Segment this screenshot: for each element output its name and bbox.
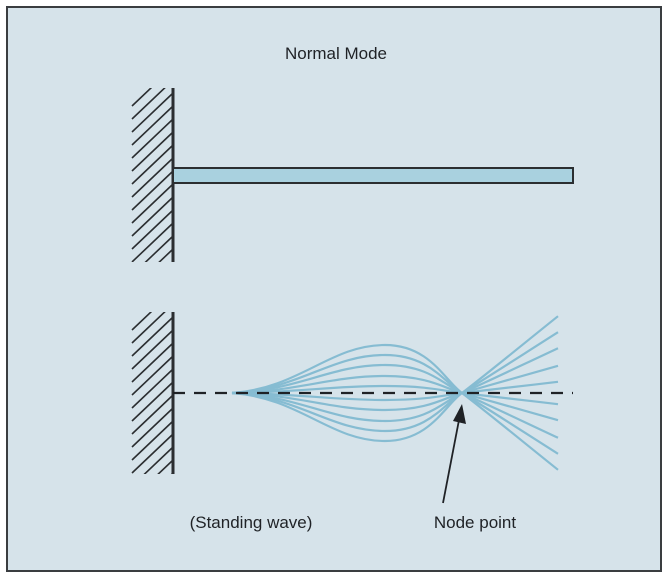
bottom-wall-hatching — [131, 312, 173, 551]
hatch-line — [131, 88, 153, 107]
hatch-line — [131, 119, 173, 159]
hatch-line — [131, 343, 173, 383]
hatch-line — [131, 408, 173, 448]
hatch-line — [131, 312, 153, 331]
hatch-line — [158, 249, 173, 262]
mode-curve — [231, 363, 463, 395]
hatch-line — [131, 132, 173, 172]
hatch-line — [131, 434, 173, 474]
mode-curve-tip — [461, 392, 559, 471]
top-wall-hatching — [131, 88, 173, 340]
cantilever-beam — [172, 167, 574, 184]
hatch-line — [131, 382, 173, 422]
mode-curve-tip — [461, 347, 559, 395]
hatch-line — [132, 500, 172, 538]
hatch-line — [131, 145, 173, 185]
hatch-line — [131, 223, 173, 262]
mode-curve-tip — [461, 391, 559, 422]
hatch-line — [131, 330, 173, 370]
hatch-line — [131, 395, 173, 435]
mode-curve — [231, 374, 463, 395]
mode-curve — [231, 391, 463, 402]
hatch-line — [131, 197, 173, 237]
hatch-line — [131, 317, 173, 357]
mode-curve-tip — [461, 392, 559, 455]
mode-curve — [231, 391, 463, 443]
node-pointer-arrow — [442, 404, 466, 504]
node-point-label: Node point — [434, 513, 517, 532]
hatch-line — [132, 487, 172, 525]
hatch-line — [170, 473, 172, 474]
hatch-line — [131, 158, 173, 198]
hatch-line — [131, 312, 166, 344]
standing-wave-label: (Standing wave) — [190, 513, 313, 532]
hatch-line — [131, 184, 173, 224]
hatch-line — [132, 289, 172, 327]
mode-curve — [231, 391, 463, 423]
mode-curve — [231, 384, 463, 395]
mode-curve — [231, 391, 463, 433]
figure-title: Normal Mode — [285, 44, 387, 63]
standing-wave-curves — [231, 315, 559, 471]
hatch-line — [131, 88, 166, 120]
mode-curve — [231, 343, 463, 395]
mode-curve — [231, 353, 463, 395]
hatch-line — [131, 369, 173, 409]
mode-curve-tip — [461, 364, 559, 395]
hatch-line — [131, 421, 173, 461]
hatch-line — [131, 171, 173, 211]
hatch-line — [131, 210, 173, 250]
mode-curve-tip — [461, 391, 559, 439]
top-wall — [131, 88, 175, 340]
mode-curve-tip — [461, 331, 559, 394]
hatch-line — [132, 263, 172, 301]
hatch-line — [132, 302, 172, 340]
bottom-wall — [131, 312, 175, 551]
mode-curve-tip — [461, 315, 559, 394]
hatch-line — [131, 106, 173, 146]
hatch-line — [144, 236, 173, 262]
hatch-line — [131, 356, 173, 396]
hatch-line — [132, 513, 172, 551]
hatch-line — [143, 447, 173, 474]
hatch-line — [157, 460, 173, 474]
hatch-line — [132, 276, 172, 314]
hatch-line — [131, 93, 173, 133]
figure-frame — [6, 6, 662, 572]
mode-curve — [231, 391, 463, 412]
